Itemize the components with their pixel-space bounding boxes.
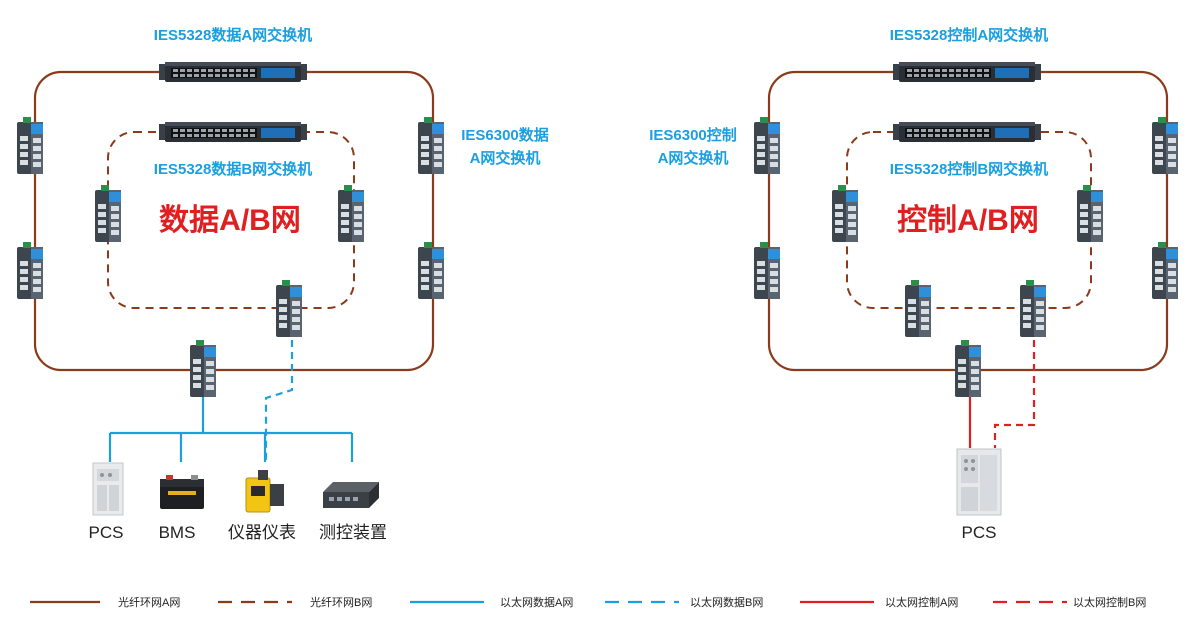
left-ethernet-data-a (108, 395, 354, 462)
left-switch-b-label: IES5328数据B网交换机 (154, 160, 312, 178)
left-rack-switch-a (159, 62, 307, 82)
pcs-cabinet-icon (92, 462, 124, 516)
right-ring-switch-4 (1152, 242, 1178, 299)
right-rack-switch-b (893, 122, 1041, 142)
left-rack-switch-b (159, 122, 307, 142)
control-device-icon (323, 482, 379, 508)
left-ethernet-data-b (264, 340, 294, 462)
right-ring-switch-2 (754, 242, 780, 299)
legend-label-ethernet-data-a: 以太网数据A网 (500, 595, 573, 609)
left-center-title: 数据A/B网 (159, 204, 301, 237)
left-switch-a-label: IES5328数据A网交换机 (154, 26, 312, 44)
left-ring-switch-label-line2: A网交换机 (470, 149, 541, 167)
right-inner-switch-4 (1020, 280, 1046, 337)
instrument-icon (245, 470, 284, 513)
legend-label-ethernet-control-b: 以太网控制B网 (1073, 595, 1146, 609)
right-ring-switch-5 (955, 340, 981, 397)
right-inner-switch-2 (1077, 185, 1103, 242)
right-switch-b-label: IES5328控制B网交换机 (890, 160, 1048, 178)
right-ethernet-control-b (993, 340, 1036, 448)
left-ring-switch-2 (17, 242, 43, 299)
left-inner-switch-2 (338, 185, 364, 242)
left-inner-switch-1 (95, 185, 121, 242)
left-device-label-pcs: PCS (89, 523, 124, 542)
right-inner-switch-1 (832, 185, 858, 242)
right-rack-switch-a (893, 62, 1041, 82)
right-ring-switch-label-line1: IES6300控制 (649, 126, 737, 144)
right-ring-switch-1 (754, 117, 780, 174)
left-inner-switch-3 (276, 280, 302, 337)
right-inner-switch-3 (905, 280, 931, 337)
left-ring-switch-label-line1: IES6300数据 (461, 126, 549, 144)
legend-label-ethernet-control-a: 以太网控制A网 (885, 595, 958, 609)
legend-label-fiber-ring-a: 光纤环网A网 (118, 595, 180, 609)
left-device-label-bms: BMS (159, 523, 196, 542)
right-ring-switch-label-line2: A网交换机 (658, 149, 729, 167)
left-device-label-instrument: 仪器仪表 (228, 523, 296, 542)
right-switch-a-label: IES5328控制A网交换机 (890, 26, 1048, 44)
left-ring-switch-3 (418, 117, 444, 174)
right-center-title: 控制A/B网 (897, 204, 1039, 237)
left-ring-switch-4 (418, 242, 444, 299)
pcs-cabinet-icon (956, 448, 1002, 516)
right-device-label-pcs: PCS (962, 523, 997, 542)
left-ring-switch-1 (17, 117, 43, 174)
legend-label-ethernet-data-b: 以太网数据B网 (690, 595, 763, 609)
left-ring-switch-5 (190, 340, 216, 397)
legend-label-fiber-ring-b: 光纤环网B网 (310, 595, 372, 609)
legend: 光纤环网A网 光纤环网B网 以太网数据A网 以太网数据B网 以太网控制A网 以太… (30, 595, 1146, 609)
right-ring-switch-3 (1152, 117, 1178, 174)
left-device-label-control-device: 测控装置 (319, 523, 387, 542)
battery-icon (160, 475, 204, 509)
